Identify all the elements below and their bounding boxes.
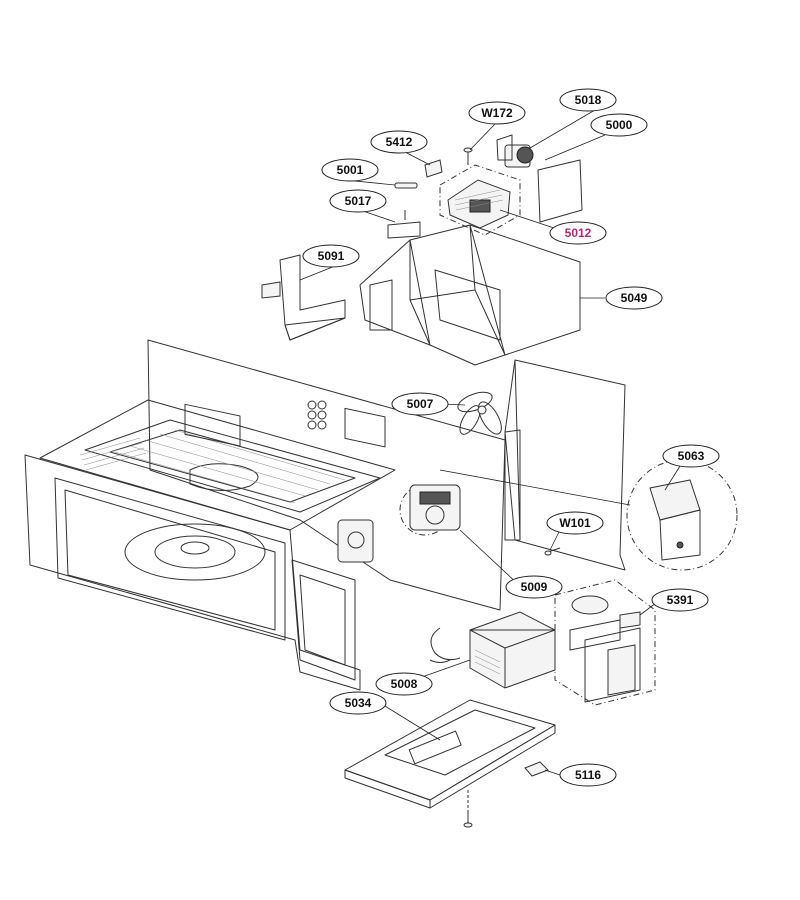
callout-5001: 5001 <box>321 158 379 182</box>
label-w172: W172 <box>481 106 513 120</box>
bottom-screw <box>463 790 473 828</box>
label-5008: 5008 <box>391 677 418 691</box>
transformer-part <box>429 611 556 689</box>
screw-w101 <box>544 547 561 556</box>
label-5412: 5412 <box>386 135 413 149</box>
label-5017: 5017 <box>345 194 372 208</box>
callout-5049: 5049 <box>605 286 663 310</box>
thermostat-part <box>626 459 738 571</box>
fan-blade-part <box>457 391 502 435</box>
callout-5012: 5012 <box>549 221 607 245</box>
callout-5063: 5063 <box>662 444 720 468</box>
fan-motor-part <box>399 484 461 536</box>
label-5001: 5001 <box>337 163 364 177</box>
part-5017 <box>387 210 421 239</box>
base-plate-part <box>344 699 556 809</box>
callout-5000: 5000 <box>590 113 648 137</box>
label-5063: 5063 <box>678 449 705 463</box>
label-5391: 5391 <box>667 593 694 607</box>
label-5049: 5049 <box>621 291 648 305</box>
callout-5391: 5391 <box>651 588 709 612</box>
fan-housing-part <box>439 164 521 236</box>
callout-5091: 5091 <box>302 244 360 268</box>
side-panel-part <box>504 359 626 571</box>
callout-5008: 5008 <box>375 672 433 696</box>
label-5116: 5116 <box>575 768 601 782</box>
label-5091: 5091 <box>318 249 345 263</box>
part-5091 <box>261 254 346 341</box>
label-5012: 5012 <box>565 226 592 240</box>
callout-5017: 5017 <box>329 189 387 213</box>
air-guide-part <box>359 224 581 366</box>
label-5009: 5009 <box>521 580 548 594</box>
callout-w101: W101 <box>546 511 604 535</box>
label-5034: 5034 <box>345 696 372 710</box>
screw-w172 <box>463 147 473 165</box>
label-5000: 5000 <box>606 118 633 132</box>
callout-5034: 5034 <box>329 691 387 715</box>
label-w101: W101 <box>559 516 591 530</box>
oven-cavity <box>24 339 506 691</box>
callout-5412: 5412 <box>370 130 428 154</box>
callout-5009: 5009 <box>505 575 563 599</box>
switch-assembly-part <box>554 579 656 706</box>
callout-5007: 5007 <box>391 392 449 416</box>
label-5018: 5018 <box>575 93 602 107</box>
part-5001 <box>394 182 418 189</box>
part-5116 <box>524 761 549 777</box>
part-5412 <box>424 159 443 178</box>
callout-5116: 5116 <box>559 763 617 787</box>
callout-5018: 5018 <box>559 88 617 112</box>
callout-w172: W172 <box>468 101 526 125</box>
label-5007: 5007 <box>407 397 434 411</box>
lamp-part <box>496 134 583 223</box>
